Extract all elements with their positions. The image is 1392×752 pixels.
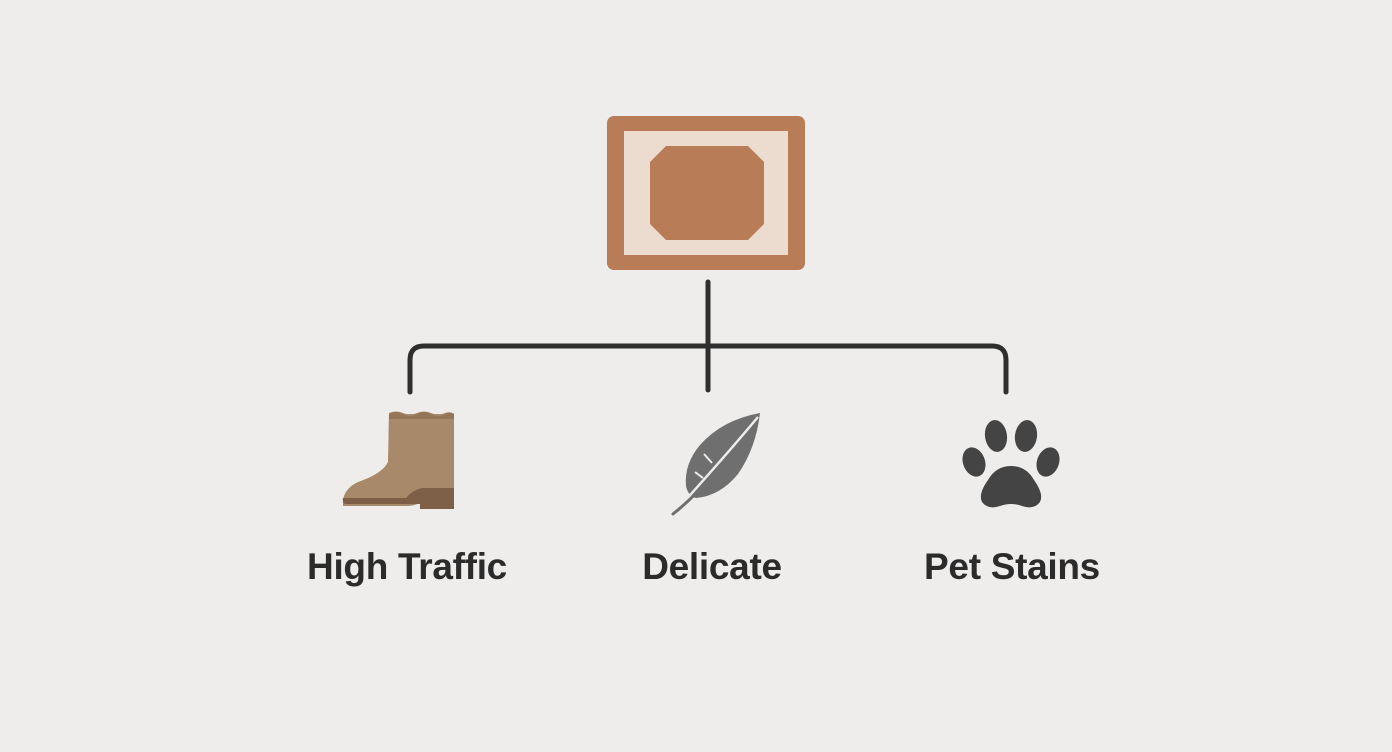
connector-lines (407, 279, 1009, 395)
feather-icon (671, 413, 760, 516)
paw-print-icon (962, 420, 1060, 508)
rug-icon (607, 116, 805, 270)
branch-label-pet-stains: Pet Stains (924, 546, 1100, 587)
branch-label-delicate: Delicate (642, 546, 782, 587)
branch-label-high-traffic: High Traffic (307, 546, 507, 587)
boot-icon (342, 411, 454, 509)
